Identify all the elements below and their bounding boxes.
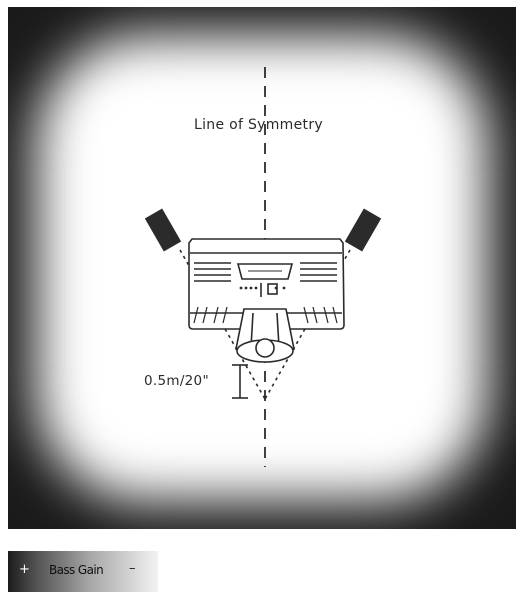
bass-gain-label: Bass Gain <box>49 563 103 577</box>
right-speaker-icon <box>345 209 381 252</box>
distance-label: 0.5m/20" <box>144 373 209 389</box>
distance-marker <box>232 365 248 398</box>
bass-gain-minus-button[interactable]: – <box>129 561 136 576</box>
listener-icon <box>236 309 294 362</box>
left-speaker-icon <box>145 209 181 252</box>
diagram-drawing <box>8 7 516 529</box>
bass-gain-control: + Bass Gain – <box>8 551 158 592</box>
line-of-symmetry-label: Line of Symmetry <box>194 117 323 133</box>
bass-gain-plus-button[interactable]: + <box>19 562 30 577</box>
placement-diagram: Line of Symmetry 0.5m/20" <box>8 7 516 529</box>
